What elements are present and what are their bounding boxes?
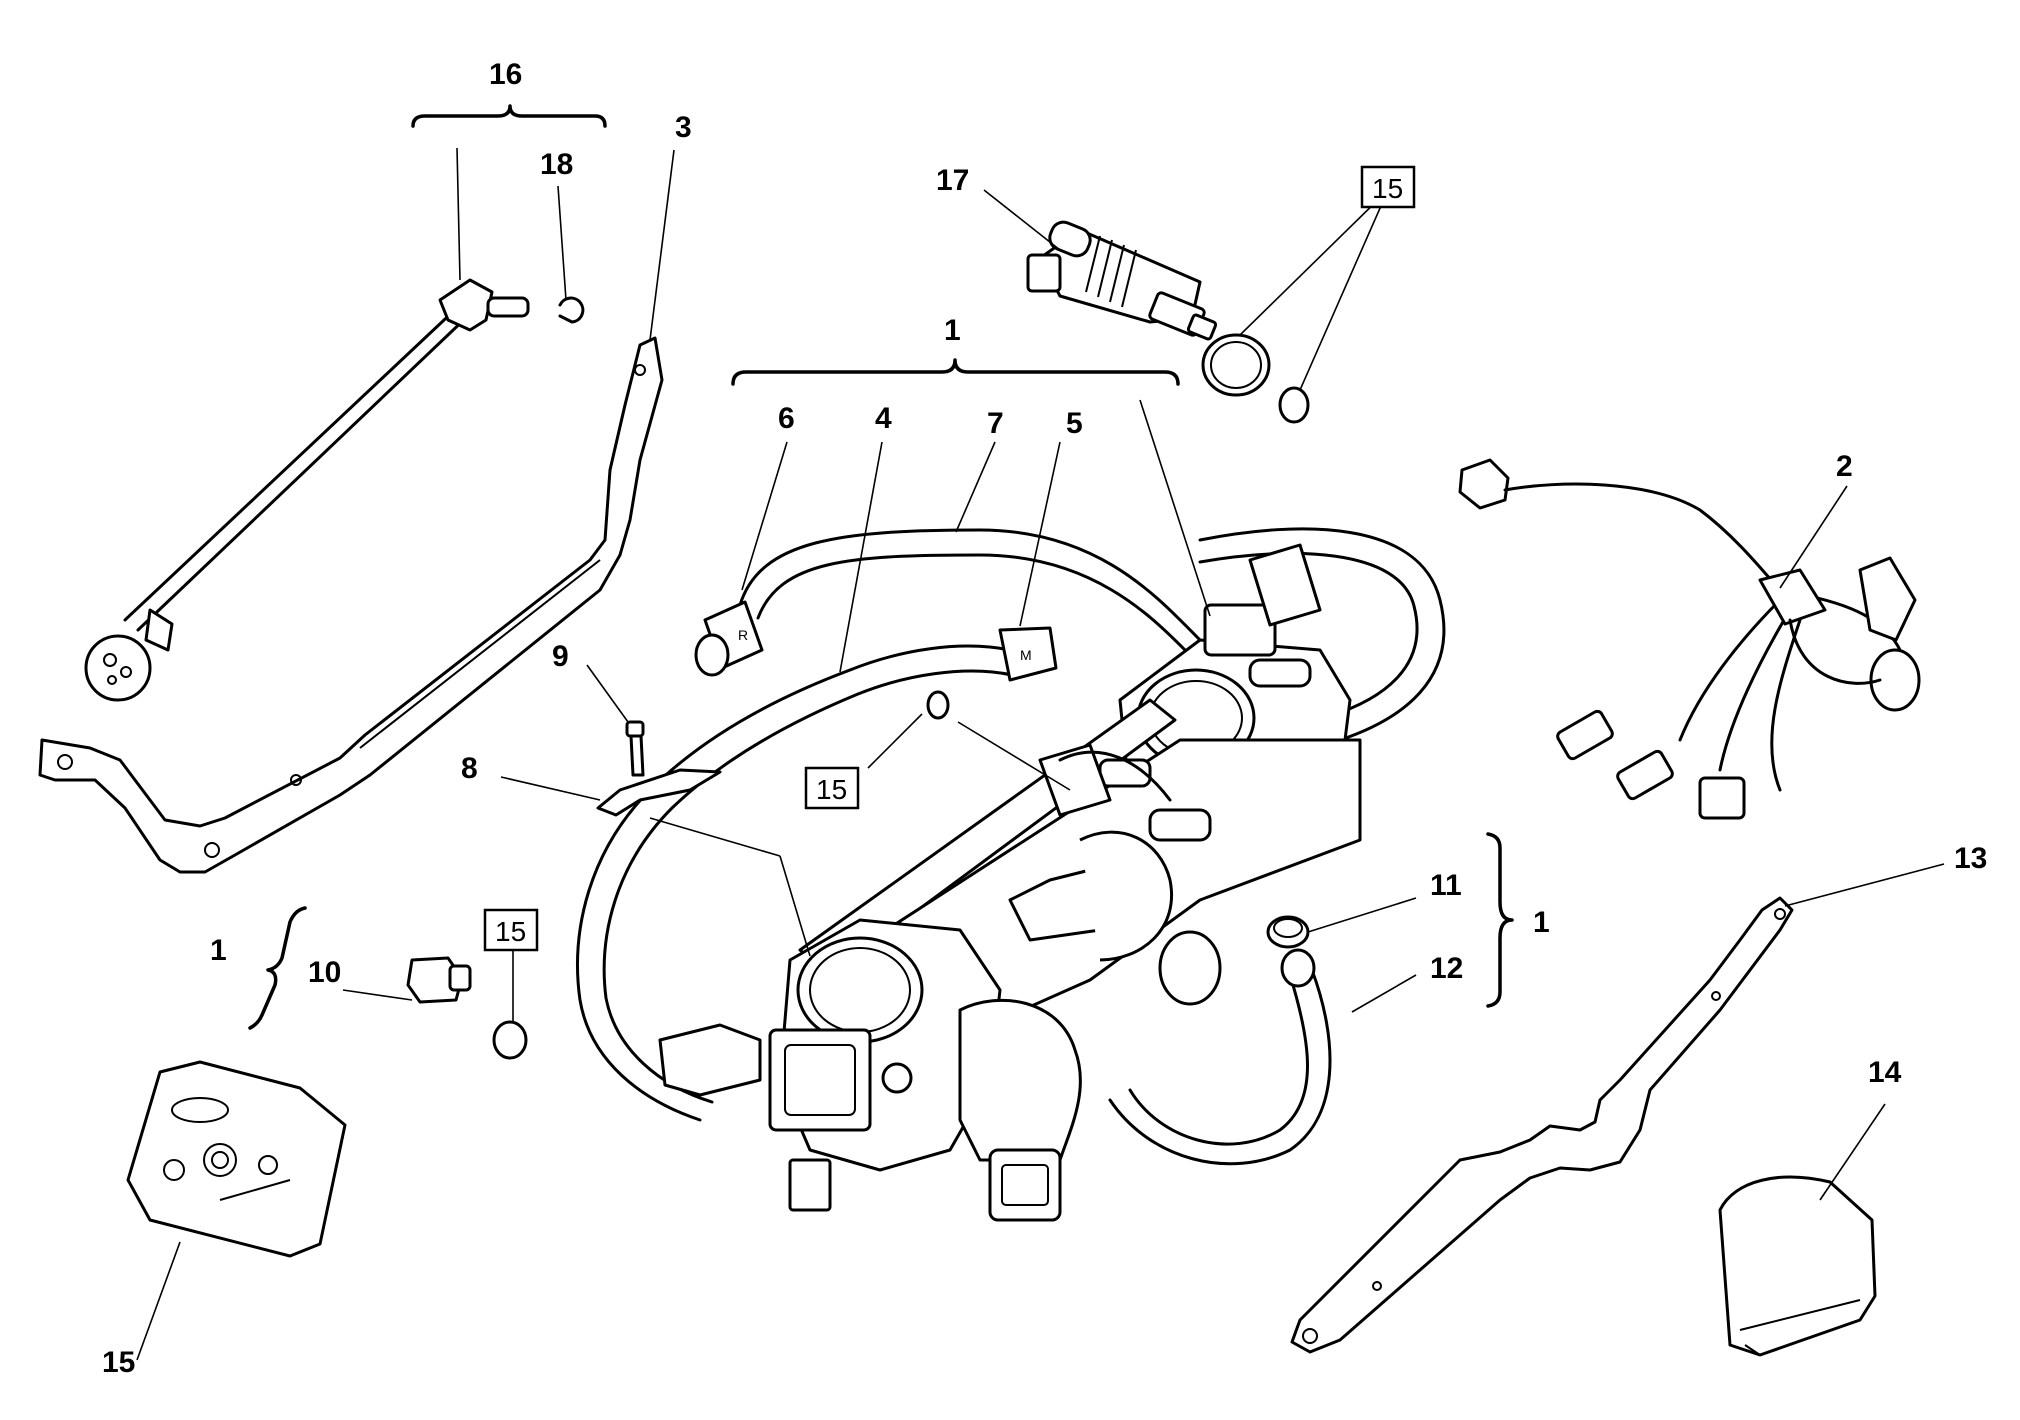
callout-18: 18 [540,148,573,181]
boxed-callout-15-left: 15 [483,908,539,952]
brace-1-right [1486,832,1514,1008]
boxed-callout-15-top: 15 [1360,165,1416,209]
part-12-hose [1108,948,1332,1166]
brace-1-left [248,906,307,1030]
callout-10: 10 [308,956,341,989]
part-16-linkage-rod [84,278,530,702]
part-14-cover [1718,1175,1877,1357]
callout-2: 2 [1836,450,1853,483]
callout-6: 6 [778,402,795,435]
callout-5: 5 [1066,407,1083,440]
callout-8: 8 [461,752,478,785]
callout-16: 16 [489,58,522,91]
part-2-wiring-harness [1458,458,1921,820]
boxed-callout-15-top-text: 15 [1372,173,1403,204]
callout-13: 13 [1954,842,1987,875]
callout-4: 4 [875,402,892,435]
part-9-screw [625,720,645,777]
o-ring-large-top [1201,333,1271,397]
hose-mark-m-text: M [1020,647,1032,663]
part-8-plate [596,768,722,817]
brace-16 [411,104,607,128]
callout-9: 9 [552,640,569,673]
callout-1-left: 1 [210,934,227,967]
part-11-ring [1266,915,1310,949]
o-ring-small-top [1278,386,1310,424]
part-1-throttle-body-assembly [658,543,1362,1222]
part-15-seal-kit [126,1060,347,1258]
callout-1-right: 1 [1533,906,1550,939]
callout-7: 7 [987,407,1004,440]
callout-1-top: 1 [944,314,961,347]
callout-14: 14 [1868,1056,1902,1089]
part-17-injector [1026,220,1218,341]
boxed-callout-15-middle-text: 15 [816,774,847,805]
part-18-clip [558,296,585,324]
part-10-fitting [406,956,472,1004]
part-3-bracket [38,336,664,874]
leader-lines [136,147,1945,1361]
hose-mark-r-text: R [738,627,748,643]
part-6-hose-end: R [694,600,764,677]
callout-15-bottom: 15 [102,1346,135,1379]
brace-1-top [731,358,1180,386]
callout-3: 3 [675,111,692,144]
callout-12: 12 [1430,952,1463,985]
o-ring-middle [926,690,950,720]
part-7-hose-loop [738,528,1202,652]
callout-11: 11 [1430,869,1462,902]
callout-17: 17 [936,164,969,197]
boxed-callout-15-middle: 15 [804,766,860,810]
part-13-bracket [1290,896,1794,1354]
o-ring-left [492,1020,528,1060]
boxed-callout-15-left-text: 15 [495,916,526,947]
